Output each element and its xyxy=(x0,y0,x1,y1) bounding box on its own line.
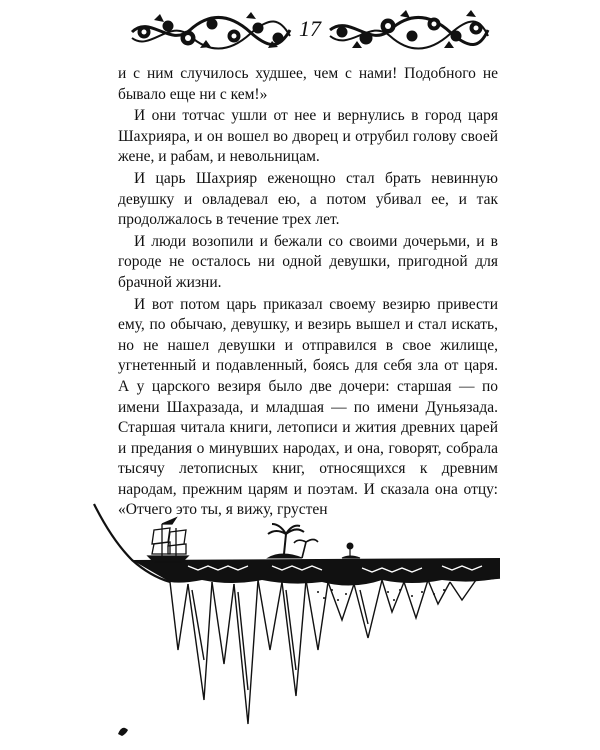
ship-island-cliffs-illustration xyxy=(93,503,501,736)
page-header: 17 xyxy=(130,8,490,54)
body-text: и с ним случилось худшее, чем с нами! По… xyxy=(118,64,498,521)
paragraph: И вот потом царь приказал своему везирю … xyxy=(118,295,498,519)
palm-island-icon xyxy=(266,523,361,559)
paragraph: и с ним случилось худшее, чем с нами! По… xyxy=(118,65,498,103)
small-mark xyxy=(118,727,128,736)
illustration xyxy=(92,500,512,740)
sea-band xyxy=(132,558,500,586)
floral-vine-ornament-icon xyxy=(130,10,490,50)
paragraph: И царь Шахрияр еженощно стал брать невин… xyxy=(118,169,498,229)
paragraph: И люди возопили и бежали со своими дочер… xyxy=(118,232,498,291)
paragraph: И они тотчас ушли от нее и вернулись в г… xyxy=(118,107,498,166)
sailing-ship-icon xyxy=(146,516,190,563)
cliffs xyxy=(169,577,501,725)
page-number: 17 xyxy=(299,16,321,41)
horizon-curve xyxy=(93,503,171,584)
